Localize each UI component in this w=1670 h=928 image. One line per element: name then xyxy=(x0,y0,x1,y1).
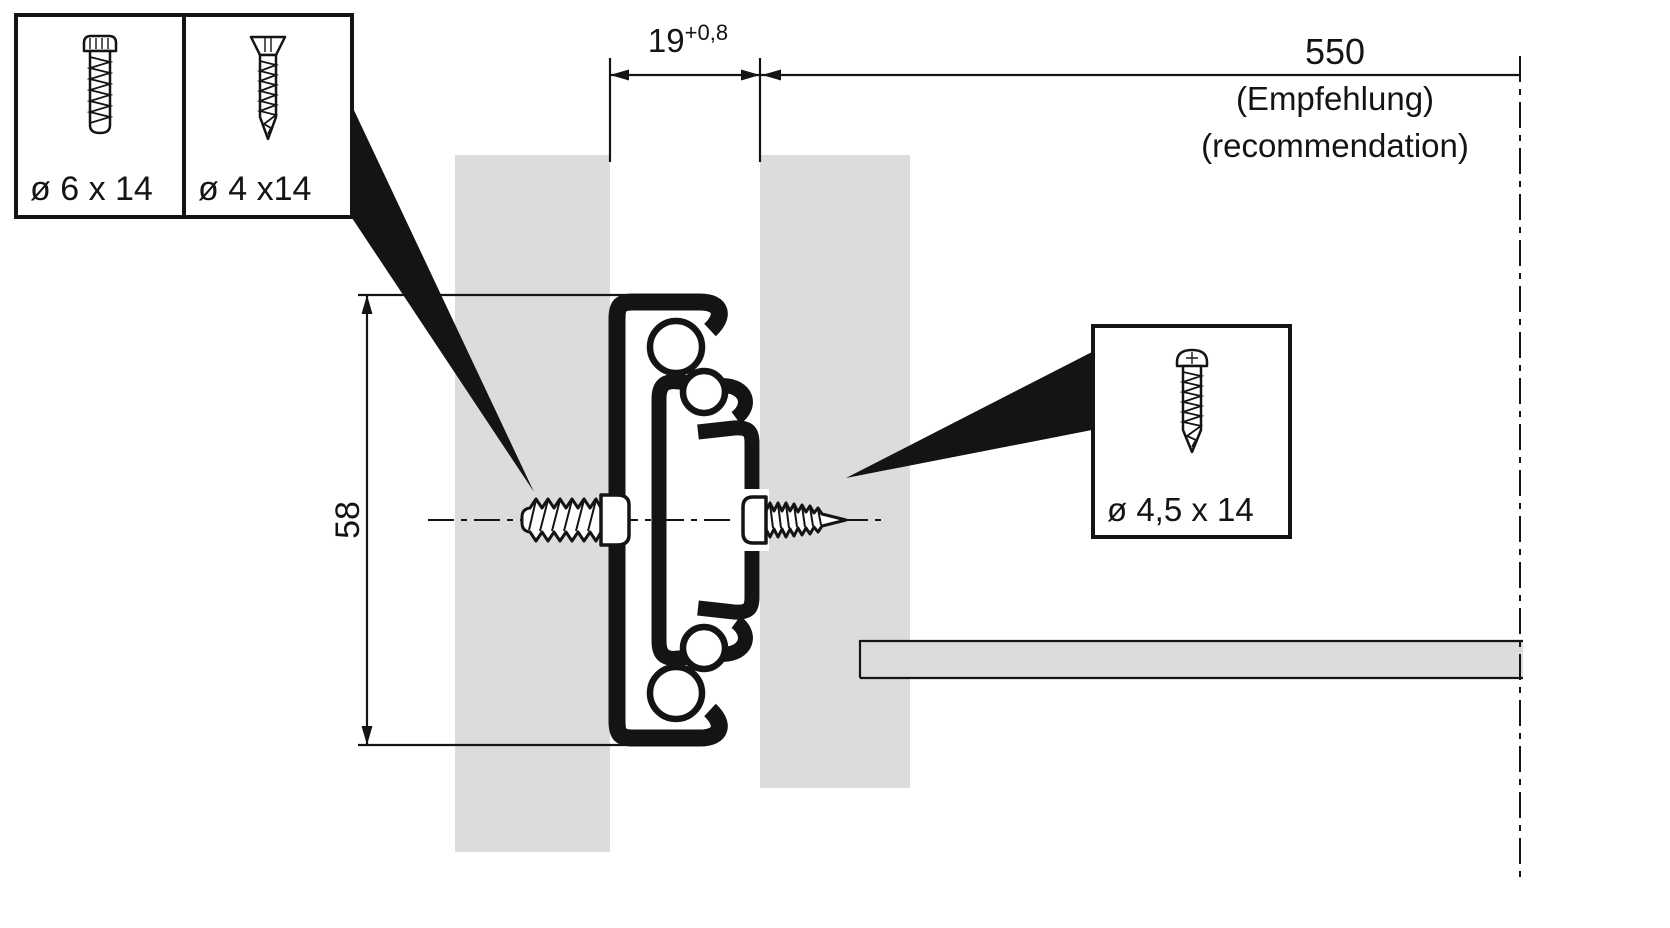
right-mounting-screw xyxy=(737,489,848,551)
drawer-bottom-panel xyxy=(860,641,1523,678)
length-value: 550 xyxy=(1304,31,1366,72)
countersunk-screw-icon xyxy=(249,35,287,141)
groove-width-value: 19 xyxy=(647,22,685,59)
length-note-en: (recommendation) xyxy=(1201,127,1469,164)
callout-wedge-right xyxy=(846,352,1092,478)
middle-rail-profile xyxy=(651,374,753,666)
pan-head-screw-icon xyxy=(1175,348,1208,454)
screw-box-countersunk: ø 4 x14 xyxy=(182,13,354,219)
right-screw-head xyxy=(741,495,768,545)
left-screw-thread-hatch xyxy=(528,499,597,532)
height-value-label: 58 xyxy=(329,501,367,539)
euro-screw-label: ø 6 x 14 xyxy=(30,170,153,208)
height-dim-arrow-down-icon xyxy=(361,726,373,745)
height-dim-arrow-up-icon xyxy=(361,295,373,314)
length-label-block: 550 (Empfehlung) (recommendation) xyxy=(1125,28,1545,169)
gap-dim-arrow-left-icon xyxy=(610,69,629,81)
groove-width-dimension xyxy=(608,58,762,162)
gap-dim-arrow-right-icon xyxy=(741,69,760,81)
left-screw-head xyxy=(599,493,631,547)
screw-box-euro: ø 6 x 14 xyxy=(14,13,186,219)
flat-head-euro-screw-icon xyxy=(82,34,118,135)
callout-wedge-left xyxy=(352,106,534,492)
right-screw-thread-hatch xyxy=(769,503,822,529)
screw-box-pan-head: ø 4,5 x 14 xyxy=(1091,324,1292,539)
length-note-de: (Empfehlung) xyxy=(1235,80,1435,117)
groove-width-tolerance: +0,8 xyxy=(684,20,729,45)
ball-bearing-top-inner xyxy=(679,367,729,417)
ball-bearing-bottom-inner xyxy=(679,623,729,673)
countersunk-screw-label: ø 4 x14 xyxy=(198,170,312,208)
length-dimension xyxy=(760,56,1521,884)
ball-bearing-bottom-outer xyxy=(646,663,706,723)
drawer-side-panel xyxy=(760,155,910,788)
groove-width-label: 19+0,8 xyxy=(608,20,768,60)
pan-head-screw-label: ø 4,5 x 14 xyxy=(1107,491,1254,528)
left-mounting-screw xyxy=(520,493,631,547)
length-dim-arrow-icon xyxy=(762,69,781,81)
ball-bearing-top-outer xyxy=(646,317,706,377)
drawer-bottom-outline xyxy=(858,639,1523,680)
